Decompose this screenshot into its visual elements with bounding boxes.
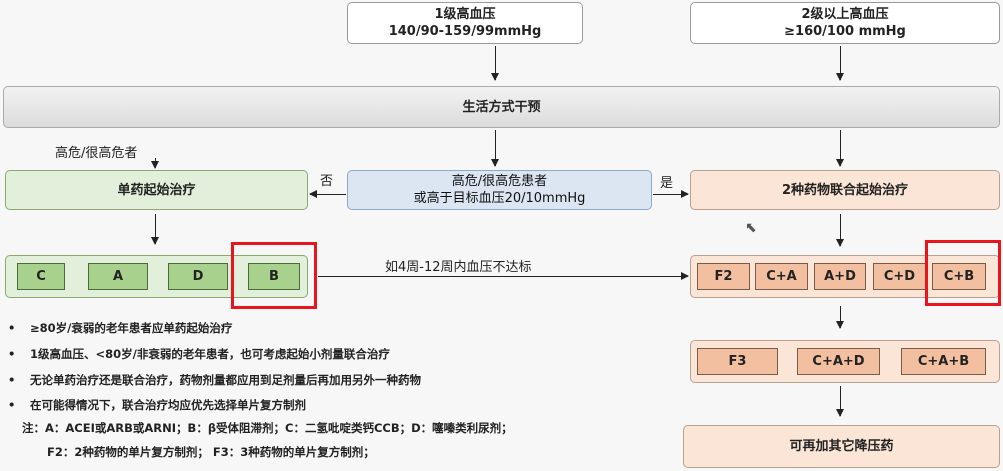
grade2-range: ≥160/100 mmHg: [784, 24, 906, 39]
highlight-box: [925, 240, 1001, 306]
arrow-down: [151, 158, 159, 169]
grade1-title: 1级高血压: [434, 7, 496, 22]
mouse-cursor-icon: ⬉: [745, 220, 757, 236]
arrow-down: [836, 386, 844, 417]
decision-line1: 高危/很高危患者: [451, 174, 548, 189]
arrow-down: [836, 306, 844, 329]
lifestyle-label: 生活方式干预: [462, 99, 541, 115]
grade1-box: 1级高血压 140/90-159/99mmHg: [347, 2, 583, 44]
yes-label: 是: [660, 176, 674, 191]
drug-c-a-d: C+A+D: [797, 348, 880, 375]
drug-c-b: C+B: [932, 263, 986, 290]
drug-d: D: [168, 263, 228, 290]
final-label: 可再加其它降压药: [789, 439, 894, 454]
lifestyle-box: 生活方式干预: [3, 86, 1000, 128]
decision-line2: 或高于目标血压20/10mmHg: [413, 191, 586, 206]
high-risk-label: 高危/很高危者: [55, 146, 138, 161]
drug-a-d: A+D: [814, 263, 866, 290]
final-box: 可再加其它降压药: [683, 425, 1000, 468]
arrow-down: [491, 130, 499, 167]
bullet-item: • 在可能得情况下，联合治疗均应优先选择单片复方制剂: [8, 397, 306, 413]
bullet-text: 无论单药治疗还是联合治疗，药物剂量都应用到足剂量后再加用另外一种药物: [30, 373, 421, 387]
arrow-right: [318, 272, 689, 280]
arrow-right: [653, 190, 689, 198]
bullet-text: 1级高血压、<80岁/非衰弱的老年患者，也可考虑起始小剂量联合治疗: [30, 347, 390, 361]
note-line: 注：A：ACEI或ARB或ARNI；B：β受体阻滞剂；C：二氢吡啶类钙CCB；D…: [22, 421, 513, 435]
grade2-title: 2级以上高血压: [801, 7, 889, 22]
drug-b: B: [248, 263, 300, 290]
mono-therapy-box: 单药起始治疗: [5, 170, 308, 210]
bullet-text: ≥80岁/衰弱的老年患者应单药起始治疗: [30, 321, 233, 335]
arrow-left: [309, 190, 346, 198]
arrow-down: [836, 130, 844, 167]
drug-c: C: [17, 263, 65, 290]
drug-a: A: [88, 263, 148, 290]
bullet-dot: •: [8, 347, 16, 361]
bullet-text: 在可能得情况下，联合治疗均应优先选择单片复方制剂: [30, 398, 306, 412]
highlight-box: [231, 242, 317, 309]
mono-label: 单药起始治疗: [117, 182, 196, 198]
combo-therapy-box: 2种药物联合起始治疗: [690, 170, 1000, 210]
bullet-dot: •: [8, 321, 16, 335]
arrow-down: [836, 46, 844, 81]
bullet-item: • 无论单药治疗还是联合治疗，药物剂量都应用到足剂量后再加用另外一种药物: [8, 372, 421, 388]
arrow-down: [491, 46, 499, 81]
drug-f2: F2: [697, 263, 750, 290]
bullet-item: • 1级高血压、<80岁/非衰弱的老年患者，也可考虑起始小剂量联合治疗: [8, 346, 390, 362]
drug-c-d: C+D: [873, 263, 926, 290]
bullet-dot: •: [8, 373, 16, 387]
arrow-down: [836, 214, 844, 247]
combo-label: 2种药物联合起始治疗: [781, 182, 909, 198]
drug-c-a-b: C+A+B: [901, 348, 986, 375]
grade1-range: 140/90-159/99mmHg: [388, 24, 542, 39]
drug-f3: F3: [697, 348, 778, 375]
grade2-box: 2级以上高血压 ≥160/100 mmHg: [690, 2, 1000, 44]
bullet-item: • ≥80岁/衰弱的老年患者应单药起始治疗: [8, 320, 232, 336]
decision-box: 高危/很高危患者或高于目标血压20/10mmHg: [347, 170, 652, 210]
bullet-dot: •: [8, 398, 16, 412]
note-line: F2：2种药物的单片复方制剂； F3：3种药物的单片复方制剂；: [47, 445, 375, 459]
drug-c-a: C+A: [755, 263, 808, 290]
arrow-down: [151, 214, 159, 245]
no-label: 否: [320, 174, 334, 189]
not-reached-label: 如4周-12周内血压不达标: [385, 260, 532, 275]
